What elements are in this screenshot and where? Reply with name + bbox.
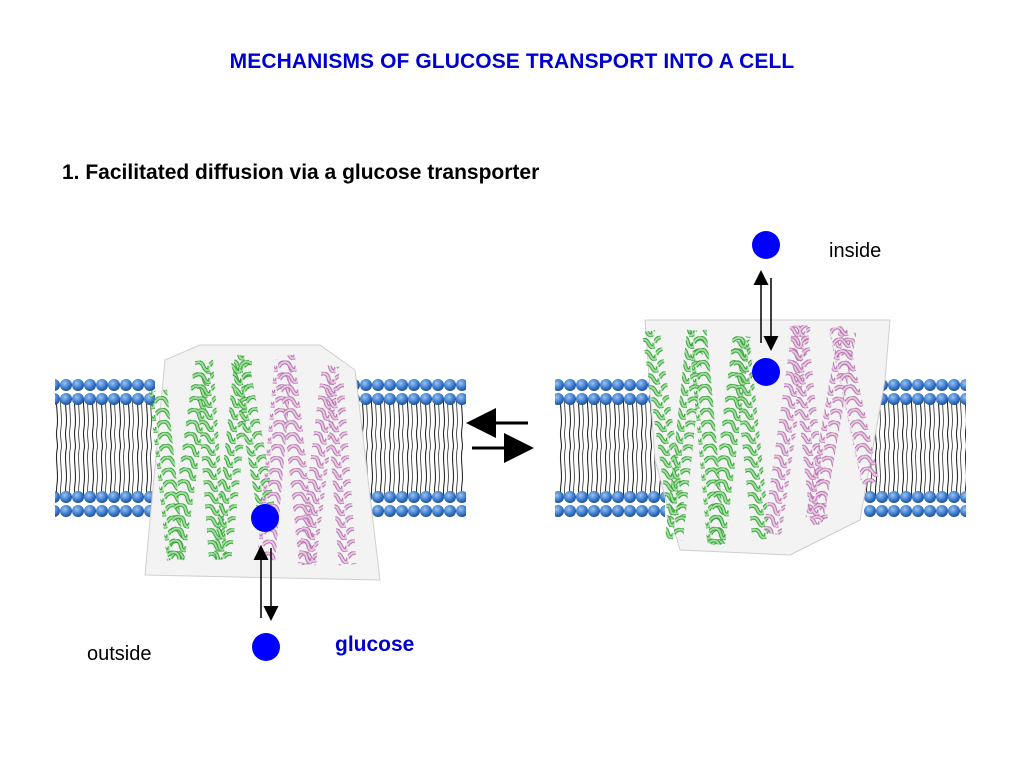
right-transporter [641,319,891,556]
slide-title: MECHANISMS OF GLUCOSE TRANSPORT INTO A C… [229,50,795,73]
left-top-heads-a [55,378,155,392]
left-bilayer-tails-a [55,398,155,496]
glucose-molecule [752,358,780,386]
right-top-heads-b [864,378,966,392]
right-bottom-heads-b [864,490,966,504]
glucose-label: glucose [335,633,415,656]
pink-helix [828,324,880,486]
slide-subtitle: 1. Facilitated diffusion via a glucose t… [62,161,540,184]
right-top-heads-a2 [555,392,665,406]
right-glucose-group [752,231,780,386]
glucose-molecule [752,231,780,259]
left-top-heads-a2 [55,392,155,406]
right-bottom-heads-a2 [555,503,665,517]
right-bilayer-tails-a [558,398,663,496]
left-bottom-heads-b [348,490,466,504]
right-bilayer-tails-b [866,398,966,496]
green-helix [231,359,275,511]
left-top-heads-b2 [348,392,466,406]
right-membrane [555,378,966,517]
left-membrane [55,378,466,517]
right-bottom-heads-b2 [864,503,966,517]
left-bottom-heads-a [55,490,155,504]
outside-label: outside [87,643,152,665]
equilibrium-arrows [466,408,534,463]
left-bottom-heads-b2 [348,503,466,517]
right-top-heads-b2 [864,392,966,406]
left-transporter [144,344,381,581]
left-bottom-heads-a2 [55,503,155,517]
left-top-heads-b [348,378,466,392]
pink-helix [325,379,357,566]
inside-label: inside [829,240,882,262]
glucose-molecule [251,504,279,532]
green-helix [731,339,771,541]
right-bottom-heads-a [555,490,665,504]
right-top-heads-a [555,378,665,392]
left-glucose-group [251,504,280,661]
glucose-molecule [252,633,280,661]
